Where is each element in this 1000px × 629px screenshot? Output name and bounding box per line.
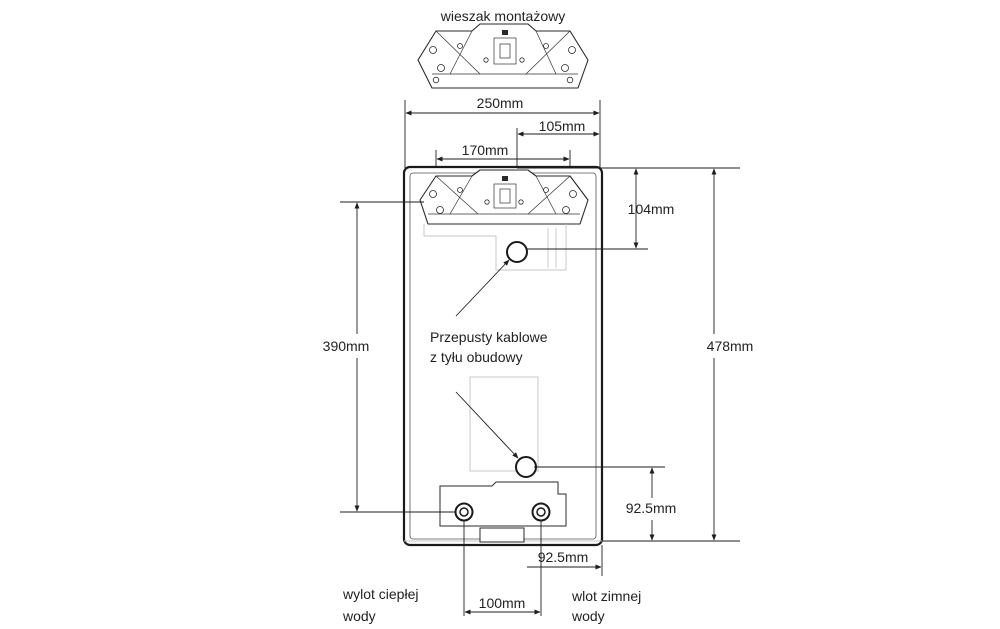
bracket-label: wieszak montażowy bbox=[440, 8, 566, 24]
dim-bracket-width: 170mm bbox=[435, 142, 571, 176]
hot-water-label-line2: wody bbox=[342, 608, 376, 624]
dim-104-label: 104mm bbox=[628, 201, 675, 217]
dim-bottom-offset: 92.5mm bbox=[534, 466, 684, 541]
dim-left-height: 390mm bbox=[312, 201, 456, 513]
dim-pipe-spacing: 100mm bbox=[463, 520, 541, 616]
cable-leader-upper bbox=[455, 259, 510, 317]
dim-right-bottom-offset: 92.5mm bbox=[527, 520, 603, 616]
dim-92-5-right-label: 92.5mm bbox=[626, 500, 677, 516]
cable-label-line1: Przepusty kablowe bbox=[430, 329, 548, 345]
cold-water-label-line1: wlot zimnej bbox=[571, 588, 641, 604]
dim-top-offset: 104mm bbox=[517, 167, 675, 250]
dim-250-label: 250mm bbox=[477, 95, 524, 111]
cable-leader-lower bbox=[455, 391, 519, 459]
dim-478-label: 478mm bbox=[707, 338, 754, 354]
upper-cable-gland bbox=[506, 241, 528, 263]
dim-100-label: 100mm bbox=[479, 595, 526, 611]
lower-cable-gland bbox=[515, 456, 537, 478]
cold-water-inlet-fitting bbox=[531, 502, 551, 522]
hot-water-label-line1: wylot ciepłej bbox=[342, 586, 418, 602]
dim-390-label: 390mm bbox=[323, 338, 370, 354]
hot-water-outlet-fitting bbox=[454, 502, 474, 522]
bracket-shadow-outline bbox=[423, 224, 567, 271]
mounting-bracket-installed bbox=[419, 169, 589, 225]
dim-170-label: 170mm bbox=[462, 142, 509, 158]
mounting-bracket-top bbox=[417, 23, 589, 89]
dim-width-total: 250mm bbox=[404, 95, 601, 168]
lower-panel-outline bbox=[469, 376, 539, 472]
dim-92-5-bottom-label: 92.5mm bbox=[538, 549, 589, 565]
cable-label-line2: z tyłu obudowy bbox=[430, 349, 523, 365]
dim-105-label: 105mm bbox=[539, 118, 586, 134]
bottom-fittings-housing bbox=[439, 481, 567, 543]
dim-total-height: 478mm bbox=[602, 167, 762, 542]
cold-water-label-line2: wody bbox=[571, 608, 605, 624]
